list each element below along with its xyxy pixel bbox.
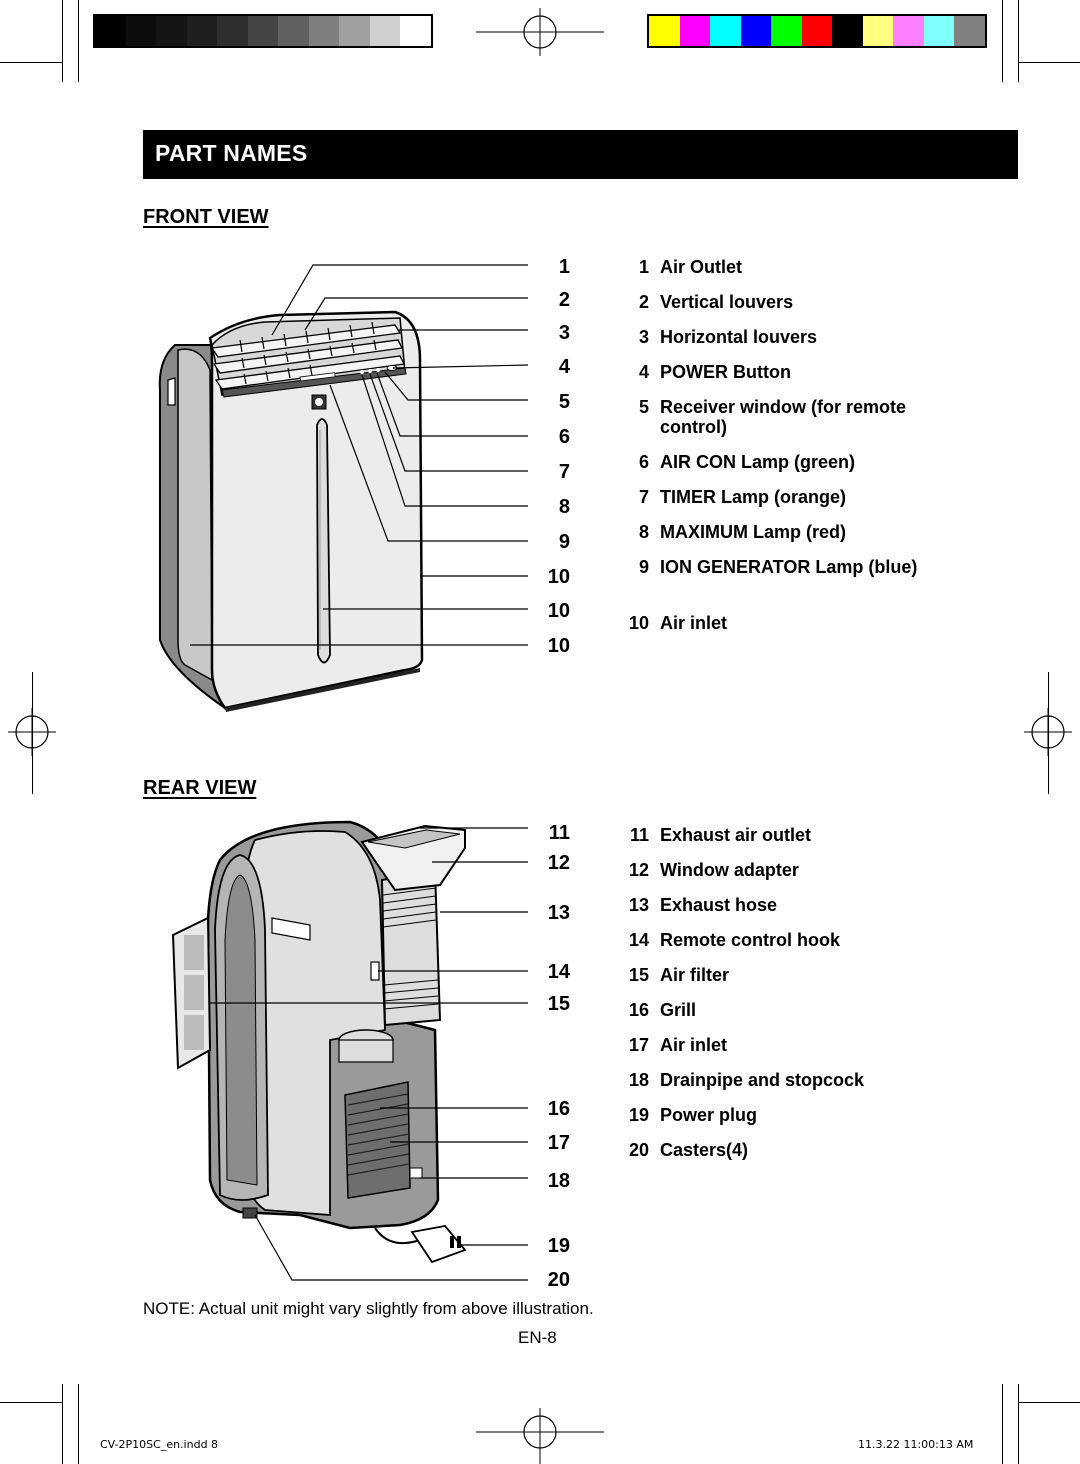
color-swatch <box>369 16 400 46</box>
registration-mark-icon <box>1024 708 1072 756</box>
front-view-heading: FRONT VIEW <box>143 206 269 228</box>
color-swatch <box>954 16 985 46</box>
callout-number: 8 <box>558 496 570 518</box>
callout-number: 17 <box>547 1132 570 1154</box>
callout-number: 5 <box>558 391 570 413</box>
callout-number: 12 <box>547 852 570 874</box>
rear-view-heading: REAR VIEW <box>143 777 257 799</box>
color-swatch <box>95 16 126 46</box>
color-swatch <box>740 16 771 46</box>
color-swatch <box>832 16 863 46</box>
footer-timestamp: 11.3.22 11:00:13 AM <box>858 1438 974 1451</box>
callout-number: 10 <box>547 600 570 622</box>
rear-view-illustration <box>171 820 528 1281</box>
callout-number: 13 <box>547 902 570 924</box>
callout-number: 7 <box>558 461 570 483</box>
crop-mark <box>1018 1402 1080 1403</box>
crop-mark <box>62 1384 63 1464</box>
color-swatch <box>400 16 431 46</box>
page-number: EN-8 <box>518 1328 557 1347</box>
section-title-bar: PART NAMES <box>143 130 1018 179</box>
color-swatch <box>923 16 954 46</box>
callout-number: 3 <box>558 322 570 344</box>
registration-mark-icon <box>476 8 604 56</box>
crop-mark <box>0 1402 62 1403</box>
color-swatch <box>710 16 741 46</box>
callout-number: 6 <box>558 426 570 448</box>
callout-number: 14 <box>547 961 570 983</box>
front-view-illustration <box>158 264 529 712</box>
callout-number: 19 <box>547 1235 570 1257</box>
callout-number: 9 <box>558 531 570 553</box>
crop-mark <box>1002 0 1003 82</box>
callout-number: 1 <box>558 256 570 278</box>
color-swatch <box>156 16 187 46</box>
callout-number: 4 <box>558 356 570 378</box>
process-color-bar <box>647 14 987 48</box>
callout-number: 15 <box>547 993 570 1015</box>
crop-mark <box>1002 1384 1003 1464</box>
crop-mark <box>78 0 79 82</box>
color-swatch <box>186 16 217 46</box>
callout-number: 10 <box>547 635 570 657</box>
crop-mark <box>62 0 63 82</box>
color-swatch <box>247 16 278 46</box>
page-title: PART NAMES <box>155 140 308 166</box>
registration-mark-icon <box>8 708 56 756</box>
callout-number: 18 <box>547 1170 570 1192</box>
color-swatch <box>125 16 156 46</box>
callout-number: 16 <box>547 1098 570 1120</box>
color-swatch <box>862 16 893 46</box>
crop-mark <box>1018 1384 1019 1464</box>
color-swatch <box>649 16 680 46</box>
color-swatch <box>278 16 309 46</box>
callout-number: 2 <box>558 289 570 311</box>
callout-number: 11 <box>548 822 570 844</box>
registration-mark-icon <box>476 1408 604 1464</box>
crop-mark <box>1018 62 1080 63</box>
grayscale-color-bar <box>93 14 433 48</box>
color-swatch <box>801 16 832 46</box>
callout-number: 20 <box>547 1269 570 1291</box>
illustration-note: NOTE: Actual unit might vary slightly fr… <box>143 1299 594 1318</box>
color-swatch <box>339 16 370 46</box>
crop-mark <box>1018 0 1019 82</box>
crop-mark <box>78 1384 79 1464</box>
crop-mark <box>0 62 62 63</box>
color-swatch <box>893 16 924 46</box>
footer-filename: CV-2P10SC_en.indd 8 <box>100 1438 219 1451</box>
color-swatch <box>308 16 339 46</box>
callout-number: 10 <box>547 566 570 588</box>
color-swatch <box>217 16 248 46</box>
color-swatch <box>771 16 802 46</box>
color-swatch <box>679 16 710 46</box>
